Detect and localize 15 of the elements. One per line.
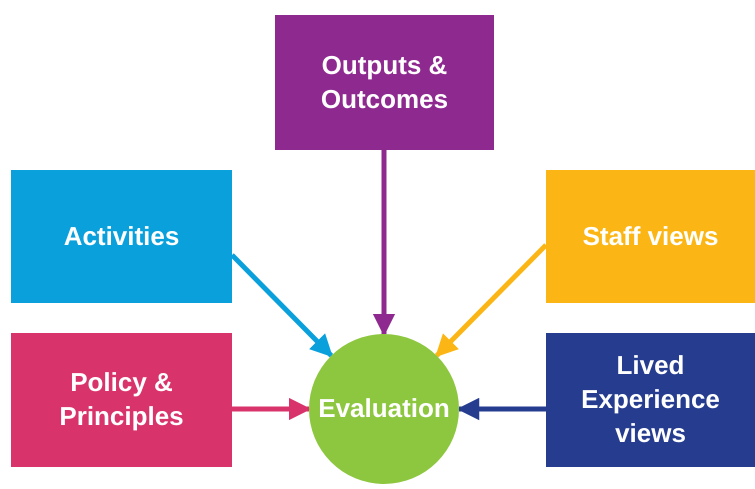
- arrow: [372, 150, 396, 336]
- node-label: Lived Experience views: [580, 349, 721, 450]
- process-box: [11, 170, 232, 303]
- node-label: Evaluation: [318, 392, 450, 426]
- node-label: Policy & Principles: [58, 366, 185, 433]
- node-label: Outputs & Outcomes: [320, 48, 450, 116]
- arrow: [434, 243, 548, 358]
- arrow: [230, 253, 334, 358]
- arrow: [232, 398, 312, 420]
- process-box: [546, 170, 755, 303]
- process-box: [275, 15, 494, 150]
- node-label: Activities: [64, 220, 180, 253]
- node-label: Staff views: [582, 220, 718, 253]
- process-box: [546, 333, 755, 467]
- process-box: [11, 333, 232, 467]
